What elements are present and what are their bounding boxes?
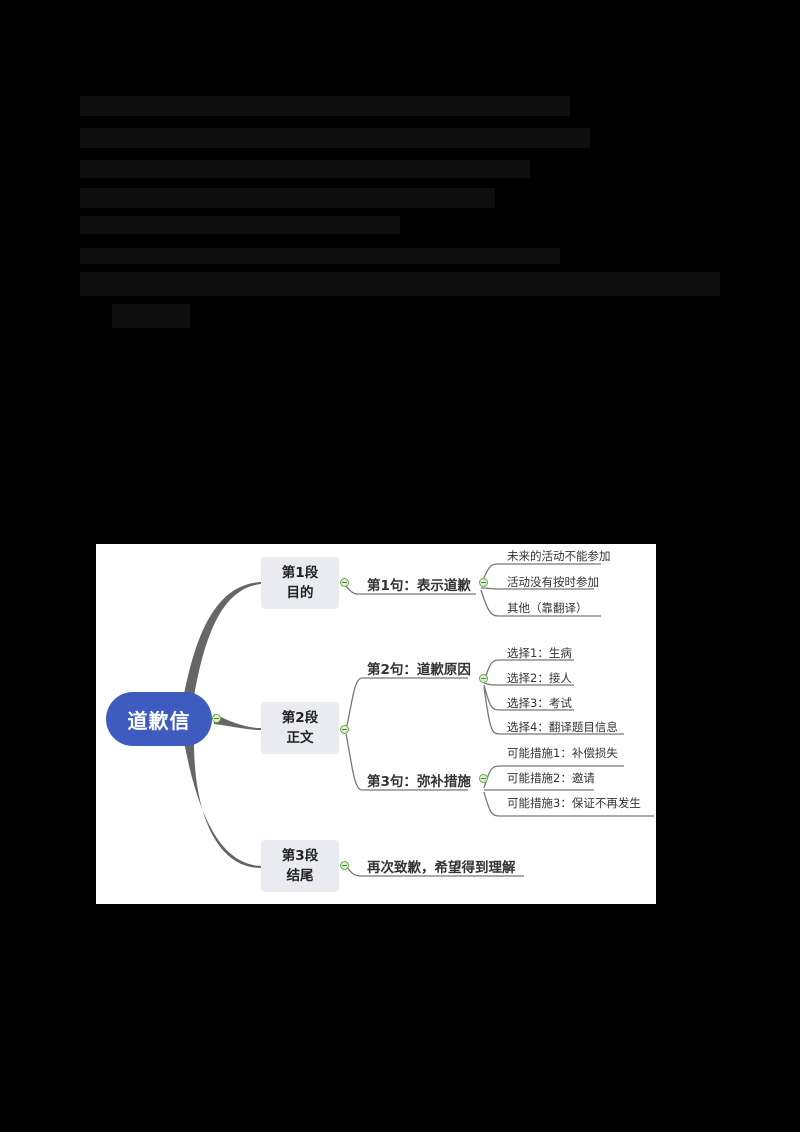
paragraph-2-title: 第2段 xyxy=(281,710,319,726)
closing-node[interactable]: 再次致歉，希望得到理解 xyxy=(367,860,516,876)
collapse-toggle-icon[interactable] xyxy=(340,578,349,587)
collapse-toggle-icon[interactable] xyxy=(212,714,221,723)
paragraph-3-subtitle: 结尾 xyxy=(286,868,314,884)
redacted-line xyxy=(80,96,570,116)
leaf-node[interactable]: 选择1：生病 xyxy=(507,646,572,660)
paragraph-node-2[interactable]: 第2段 正文 xyxy=(261,702,339,754)
paragraph-3-title: 第3段 xyxy=(281,848,319,864)
redacted-line xyxy=(80,160,530,178)
sentence-2-node[interactable]: 第2句：道歉原因 xyxy=(367,662,471,678)
paragraph-1-title: 第1段 xyxy=(281,565,319,581)
leaf-node[interactable]: 可能措施1：补偿损失 xyxy=(507,746,618,760)
leaf-node[interactable]: 未来的活动不能参加 xyxy=(507,549,611,563)
paragraph-node-3[interactable]: 第3段 结尾 xyxy=(261,840,339,892)
redacted-line xyxy=(80,216,400,234)
paragraph-node-1[interactable]: 第1段 目的 xyxy=(261,557,339,609)
leaf-node[interactable]: 可能措施2：邀请 xyxy=(507,771,595,785)
leaf-node[interactable]: 选择3：考试 xyxy=(507,696,572,710)
leaf-node[interactable]: 选择2：接人 xyxy=(507,671,572,685)
sentence-1-node[interactable]: 第1句：表示道歉 xyxy=(367,578,471,594)
redacted-line xyxy=(80,188,495,208)
leaf-node[interactable]: 其他（靠翻译） xyxy=(507,601,588,615)
collapse-toggle-icon[interactable] xyxy=(479,578,488,587)
paragraph-2-subtitle: 正文 xyxy=(286,730,314,746)
leaf-node[interactable]: 可能措施3：保证不再发生 xyxy=(507,796,641,810)
paragraph-1-subtitle: 目的 xyxy=(286,585,314,601)
redacted-line xyxy=(80,272,720,296)
leaf-node[interactable]: 活动没有按时参加 xyxy=(507,575,599,589)
mind-map-diagram: 道歉信 第1段 目的 第2段 正文 第3段 结尾 第1句：表示道歉 第2句：道歉… xyxy=(96,544,656,904)
collapse-toggle-icon[interactable] xyxy=(479,774,488,783)
collapse-toggle-icon[interactable] xyxy=(340,861,349,870)
redacted-line xyxy=(80,128,590,148)
root-node[interactable]: 道歉信 xyxy=(106,692,212,746)
redacted-line xyxy=(112,304,190,328)
redacted-line xyxy=(80,248,560,264)
leaf-node[interactable]: 选择4：翻译题目信息 xyxy=(507,720,618,734)
collapse-toggle-icon[interactable] xyxy=(340,725,349,734)
collapse-toggle-icon[interactable] xyxy=(479,674,488,683)
sentence-3-node[interactable]: 第3句：弥补措施 xyxy=(367,774,471,790)
